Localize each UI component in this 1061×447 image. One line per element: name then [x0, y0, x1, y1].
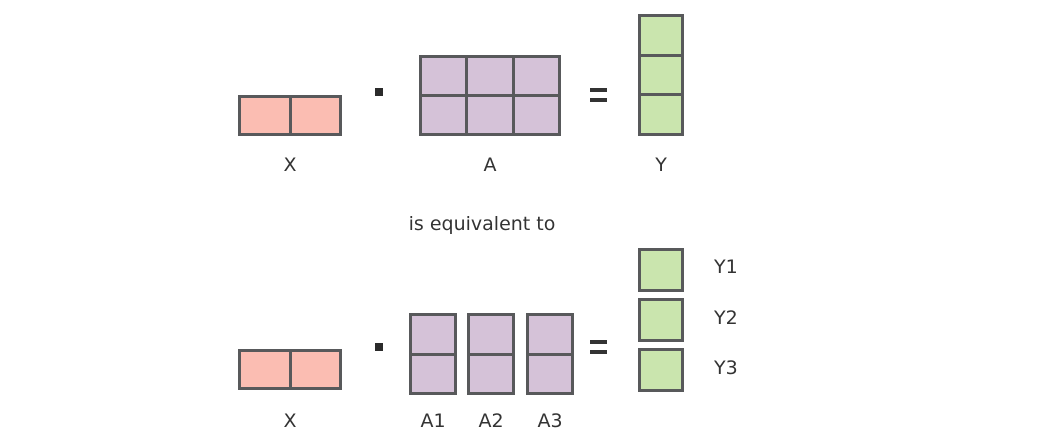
bottom-y1-label: Y1	[714, 256, 738, 278]
matrix-cell	[468, 97, 512, 133]
bottom-a2-label: A2	[478, 410, 504, 432]
bottom-y3-label: Y3	[714, 357, 738, 379]
equivalence-caption: is equivalent to	[408, 213, 556, 235]
matrix-cell	[641, 251, 681, 289]
top-y-label: Y	[655, 154, 667, 176]
matrix-cell	[241, 352, 289, 387]
matrix-cell	[291, 98, 339, 133]
matrix-cell	[529, 355, 571, 392]
matrix-cell	[468, 58, 512, 94]
bottom-x-matrix	[238, 349, 342, 390]
matrix-cell	[412, 316, 454, 353]
matrix-cell	[514, 58, 558, 94]
top-a-matrix	[419, 55, 561, 136]
equals-operator-icon	[590, 87, 607, 103]
matrix-cell	[529, 316, 571, 353]
bottom-a1-label: A1	[420, 410, 446, 432]
matrix-cell	[641, 351, 681, 389]
matrix-cell	[470, 316, 512, 353]
bottom-y1-block	[638, 248, 684, 292]
matrix-cell	[641, 56, 681, 94]
dot-operator-icon	[375, 343, 383, 351]
bottom-a3-label: A3	[537, 410, 563, 432]
dot-operator-icon	[375, 88, 383, 96]
bottom-a2-block	[467, 313, 515, 395]
top-x-matrix	[238, 95, 342, 136]
bottom-y2-label: Y2	[714, 307, 738, 329]
equals-operator-icon	[590, 339, 607, 355]
bottom-a3-block	[526, 313, 574, 395]
matrix-cell	[514, 97, 558, 133]
top-x-label: X	[283, 154, 297, 176]
top-a-label: A	[483, 154, 497, 176]
bottom-y3-block	[638, 348, 684, 392]
matrix-cell	[241, 98, 289, 133]
matrix-cell	[422, 97, 466, 133]
top-y-matrix	[638, 14, 684, 136]
matrix-cell	[641, 301, 681, 339]
bottom-x-label: X	[283, 410, 297, 432]
bottom-a1-block	[409, 313, 457, 395]
matrix-cell	[291, 352, 339, 387]
bottom-y2-block	[638, 298, 684, 342]
matrix-cell	[641, 96, 681, 133]
matrix-cell	[470, 355, 512, 392]
matrix-cell	[422, 58, 466, 94]
matrix-cell	[641, 17, 681, 54]
matrix-cell	[412, 355, 454, 392]
